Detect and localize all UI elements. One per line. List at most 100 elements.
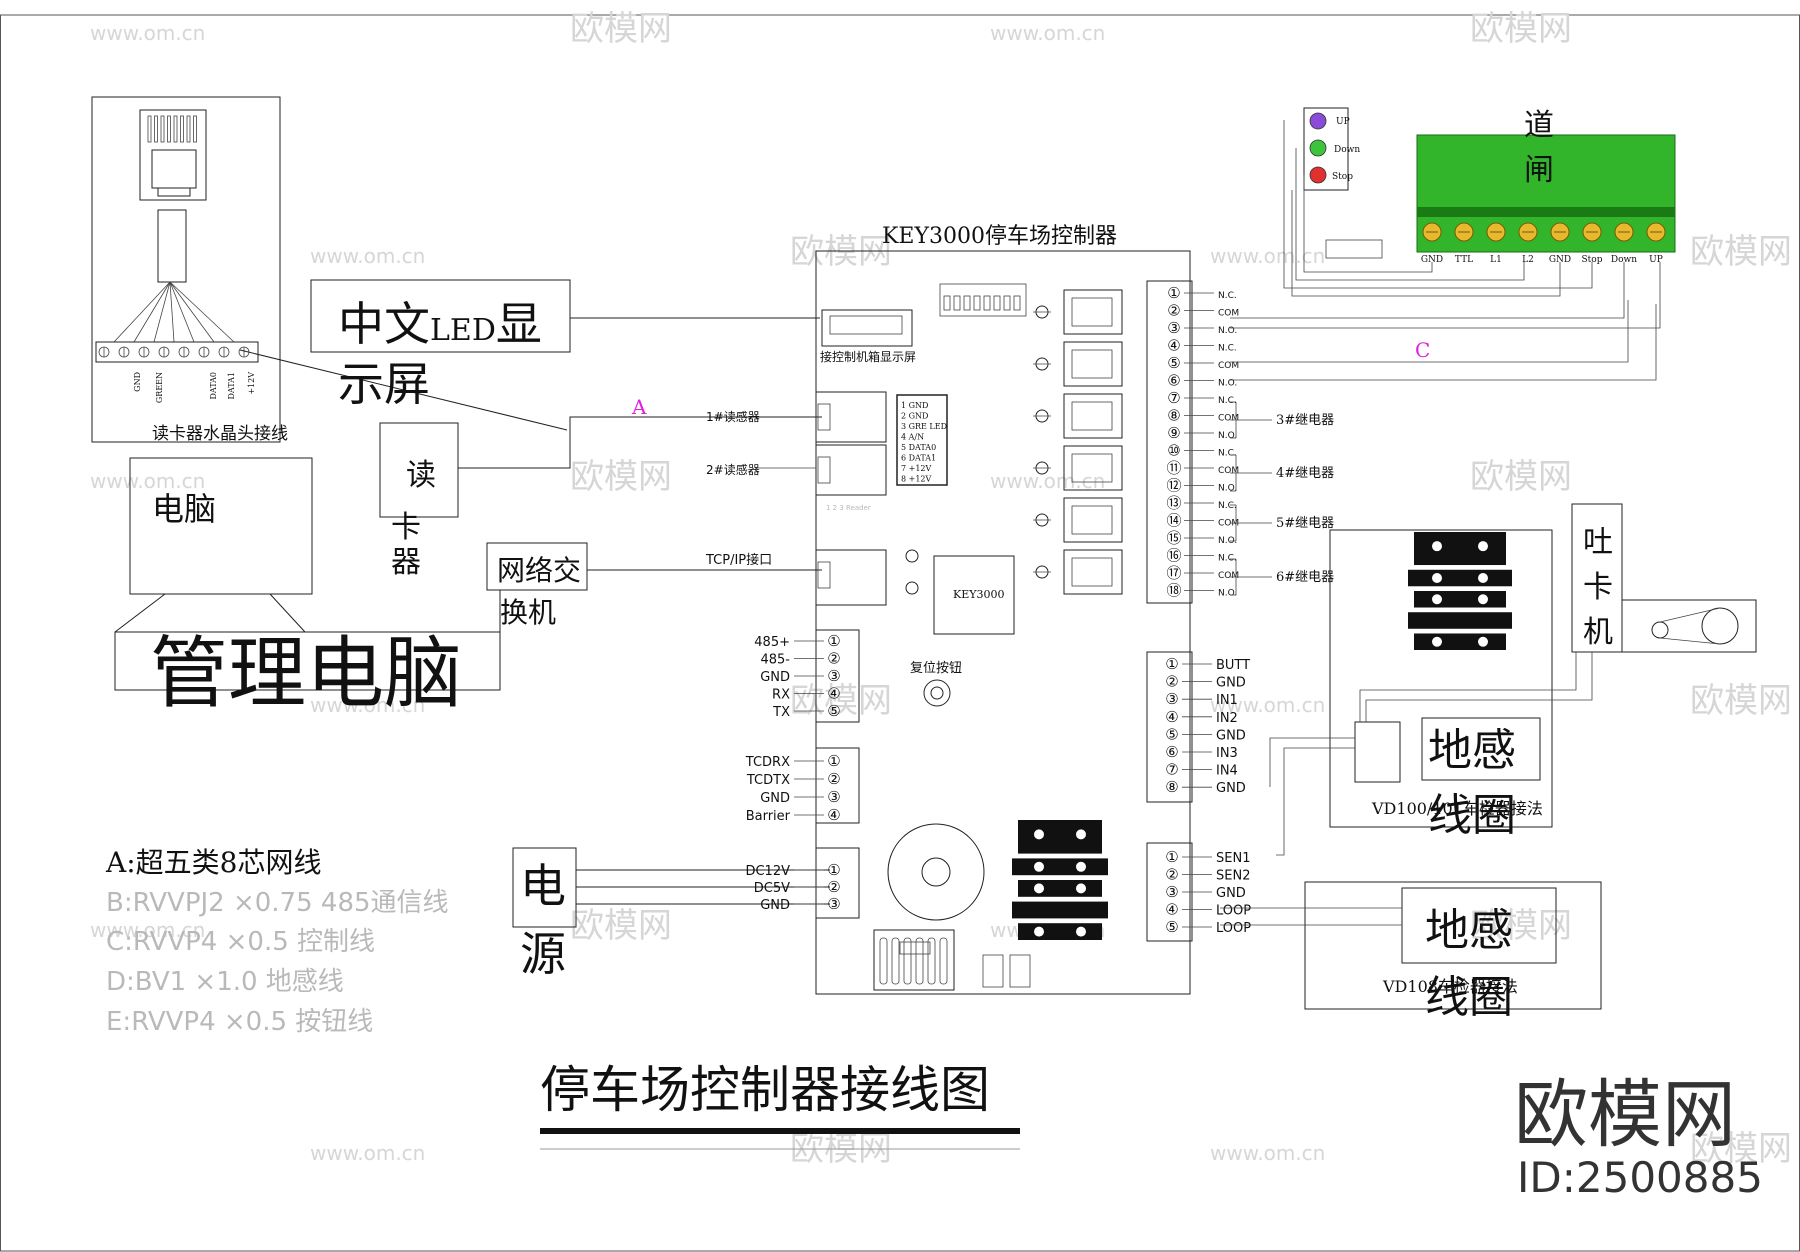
relay-label: 3#继电器 — [1276, 413, 1334, 428]
controller-title: KEY3000停车场控制器 — [882, 224, 1117, 249]
led-display-box: 中文LED显 示屏 — [310, 279, 571, 411]
legend-e: E:RVVP4 ×0.5 按钮线 — [106, 1007, 373, 1037]
terminal-number: ⑥ — [1165, 743, 1178, 761]
svg-text:线圈: 线圈 — [1428, 790, 1516, 841]
rj45-pin-label: 7 +12V — [901, 464, 932, 473]
reader-port-2-label: 2#读感器 — [706, 462, 760, 477]
legend-a: A:超五类8芯网线 — [105, 846, 321, 879]
terminal-number: ① — [827, 861, 840, 879]
terminal-label: N.O. — [1218, 484, 1237, 494]
signal-wire — [1359, 652, 1577, 722]
watermark-brand-tile: 欧模网 — [1470, 457, 1572, 497]
terminal-label: LOOP — [1216, 904, 1251, 919]
terminal-label: GND — [760, 670, 790, 685]
terminal-number: ① — [827, 752, 840, 770]
watermark-site-tile: www.om.cn — [310, 1141, 425, 1165]
signal-wire — [1365, 652, 1593, 722]
watermark-site-tile: www.om.cn — [310, 244, 425, 268]
relay-block — [1063, 393, 1123, 439]
terminal-label: IN1 — [1216, 693, 1238, 708]
relay-label: 4#继电器 — [1276, 466, 1334, 481]
terminal-label: N.C. — [1218, 449, 1237, 459]
control-wire — [1230, 262, 1625, 319]
legend-d: D:BV1 ×1.0 地感线 — [106, 967, 344, 997]
terminal-number: ⑤ — [827, 702, 840, 720]
gate-terminal-label: GND — [1421, 255, 1443, 265]
power-relay — [1012, 820, 1108, 940]
terminal-label: BUTT — [1216, 658, 1250, 673]
management-pc-label: 管理电脑 — [150, 629, 462, 719]
gate-terminal-label: Down — [1611, 255, 1637, 265]
gate-terminal-label: UP — [1649, 255, 1663, 265]
terminal-number: ⑬ — [1166, 494, 1181, 512]
reset-button-label: 复位按钮 — [910, 661, 962, 676]
heatsink — [873, 929, 955, 991]
svg-text:机: 机 — [1583, 615, 1613, 650]
diagram-title: 停车场控制器接线图 — [540, 1061, 990, 1119]
watermark-brand-tile: 欧模网 — [570, 906, 672, 946]
rj45-pin-label: 4 A/N — [901, 433, 924, 442]
watermark-brand-tile: 欧模网 — [1690, 1129, 1792, 1169]
power-box: 电 源 — [512, 847, 577, 981]
watermark-site-tile: www.om.cn — [990, 469, 1105, 493]
reader-wiring-caption: 读卡器水晶头接线 — [152, 424, 288, 444]
reader-to-controller-line — [458, 416, 822, 469]
terminal-label: GND — [1216, 676, 1246, 691]
terminal-number: ④ — [1167, 337, 1180, 355]
terminal-number: ② — [1165, 866, 1178, 884]
watermark-brand: 欧模网 — [1514, 1072, 1736, 1158]
terminal-number: ⑦ — [1165, 761, 1178, 779]
terminal-number: ⑫ — [1166, 477, 1181, 495]
terminal-number: ④ — [1165, 901, 1178, 919]
detector-vd100: VD100/101车检器接法 — [1329, 529, 1553, 828]
terminal-label: DC12V — [745, 864, 790, 879]
led-display-label-1: 中文LED显 — [338, 297, 542, 351]
watermark-brand-tile: 欧模网 — [1690, 232, 1792, 272]
terminal-label: Barrier — [746, 809, 791, 824]
watermark-brand-tile: 欧模网 — [570, 457, 672, 497]
terminal-label: LOOP — [1216, 921, 1251, 936]
terminal-number: ⑪ — [1166, 459, 1181, 477]
control-wire — [1283, 120, 1593, 289]
loop-coil-1: 地感 线圈 — [1421, 717, 1541, 841]
svg-text:地感: 地感 — [1425, 905, 1513, 956]
led-display-label-2: 示屏 — [338, 357, 430, 411]
terminal-number: ⑤ — [1165, 918, 1178, 936]
gate-terminal-label: TTL — [1455, 255, 1473, 265]
terminal-label: GND — [1216, 728, 1246, 743]
detector-relay-icon — [1408, 532, 1512, 650]
terminal-number: ③ — [827, 788, 840, 806]
pc-monitor: 电脑 — [114, 457, 313, 633]
terminal-label: SEN1 — [1216, 851, 1250, 866]
signal-wire — [1269, 737, 1355, 787]
relay-block — [1063, 445, 1123, 491]
rj45-pin-label: 5 DATA0 — [901, 443, 936, 452]
relay-block — [1063, 549, 1123, 595]
rj45-pin-label: 3 GRE LED — [901, 422, 947, 431]
watermark-site-tile: www.om.cn — [90, 21, 205, 45]
terminal-label: SEN2 — [1216, 869, 1250, 884]
control-wire — [1295, 148, 1525, 281]
terminal-number: ③ — [1167, 319, 1180, 337]
legend-b: B:RVVPJ2 ×0.75 485通信线 — [106, 888, 449, 918]
terminal-number: ③ — [827, 895, 840, 913]
terminal-label: COM — [1218, 309, 1239, 319]
svg-text:卡: 卡 — [1583, 570, 1613, 605]
terminal-label: 485+ — [754, 635, 790, 650]
svg-text:电: 电 — [520, 859, 566, 913]
gate-terminal-label: L2 — [1522, 255, 1534, 265]
title-underline — [540, 1128, 1020, 1134]
terminal-label: N.C. — [1218, 554, 1237, 564]
rj45-pin-label: 8 +12V — [901, 475, 932, 484]
terminal-label: RX — [772, 688, 790, 703]
terminal-label: 485- — [760, 653, 790, 668]
reader-terminal-label: +12V — [247, 372, 256, 395]
svg-text:器: 器 — [391, 545, 421, 580]
gate-terminal-label: Stop — [1582, 255, 1603, 265]
terminal-label: IN3 — [1216, 746, 1238, 761]
watermark-site-tile: www.om.cn — [1210, 1141, 1325, 1165]
terminal-label: GND — [1216, 886, 1246, 901]
buzzer — [887, 823, 985, 921]
